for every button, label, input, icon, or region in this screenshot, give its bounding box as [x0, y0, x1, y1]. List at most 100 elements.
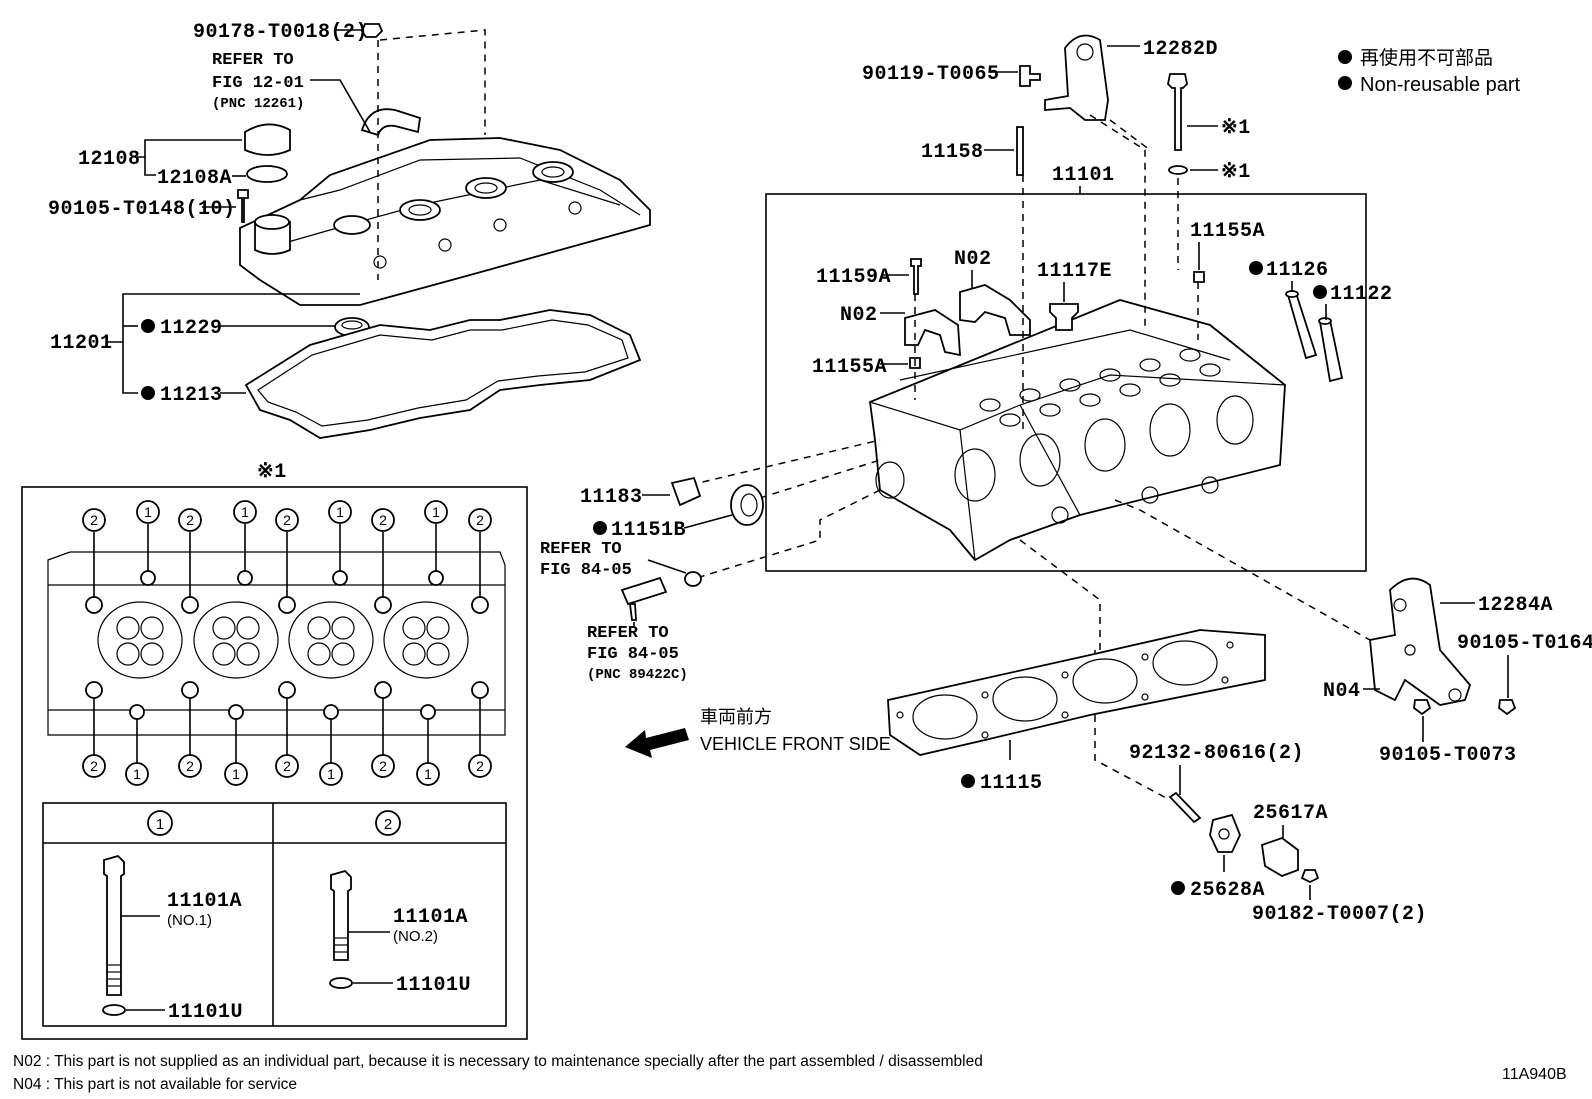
part-label: 90105-T0073: [1379, 744, 1517, 767]
vehicle-front-indicator: 車両前方 VEHICLE FRONT SIDE: [625, 707, 891, 758]
sequence-number: 1: [133, 766, 141, 782]
note-n02: N02 : This part is not supplied as an in…: [13, 1053, 983, 1070]
stud-and-cover-group: 92132-80616(2) 25617A 25628A 90182-T0007…: [1129, 742, 1427, 926]
note-n04: N04 : This part is not available for ser…: [13, 1076, 297, 1093]
part-sublabel: (NO.1): [167, 912, 212, 929]
sequence-number: 2: [283, 758, 291, 774]
engine-hanger-shape: [1044, 34, 1109, 121]
part-label: 12108A: [157, 167, 232, 190]
part-label: 11117E: [1037, 260, 1112, 283]
legend-jp: 再使用不可部品: [1360, 47, 1493, 69]
part-label: 11201: [50, 332, 113, 355]
part-label: 90105-T0164: [1457, 632, 1592, 655]
part-label: 11155A: [812, 356, 887, 379]
cylinder-head-sub-assy-box: [765, 193, 1367, 572]
sequence-number: 2: [476, 758, 484, 774]
rear-hanger-group: 12284A 90105-T0164 N04 90105-T0073: [1323, 577, 1592, 767]
direction-en: VEHICLE FRONT SIDE: [700, 734, 891, 754]
valve-cover-group: [237, 23, 651, 439]
part-label: 90119-T0065: [862, 63, 1000, 86]
sequence-number: 2: [379, 758, 387, 774]
direction-jp: 車両前方: [700, 707, 772, 727]
top-sequence-markers: 2 1 2 1 2 1 2 1 2: [82, 500, 492, 597]
non-reusable-bullet-icon: [1313, 285, 1327, 299]
cylinder-head-cover-gasket-shape: [244, 309, 642, 439]
sequence-number: 2: [283, 512, 291, 528]
short-head-bolt-icon: [330, 869, 352, 961]
part-label: 12282D: [1143, 38, 1218, 61]
bolt-tightening-inset: ※1: [21, 461, 528, 1040]
refer-text: FIG 84-05: [540, 561, 632, 580]
sequence-number: 1: [232, 766, 240, 782]
part-label: 11213: [160, 384, 223, 407]
table-header: 1: [156, 816, 164, 833]
sequence-number: 2: [379, 512, 387, 528]
legend: 再使用不可部品 Non-reusable part: [1338, 47, 1521, 96]
camshaft-oil-seal-shape: [730, 484, 764, 526]
part-label: 12108: [78, 148, 141, 171]
sequence-number: 1: [336, 504, 344, 520]
legend-en: Non-reusable part: [1360, 74, 1521, 96]
part-label: 11155A: [1190, 220, 1265, 243]
cylinder-head-labels: 90119-T0065 12282D ※1 ※1 11158 11101 111…: [812, 38, 1393, 379]
non-reusable-bullet-icon: [1338, 76, 1352, 90]
seal-and-sensor-group: 11183 11151B REFER TO FIG 84-05 REFER TO…: [540, 476, 764, 683]
sequence-number: 2: [186, 758, 194, 774]
refer-text: REFER TO: [587, 624, 669, 643]
part-label: 11183: [580, 486, 643, 509]
sequence-number: 1: [144, 504, 152, 520]
refer-text: (PNC 12261): [212, 96, 304, 112]
part-label: 25617A: [1253, 802, 1328, 825]
inset-title: ※1: [257, 461, 287, 484]
non-reusable-bullet-icon: [141, 319, 155, 333]
part-label: 11101U: [396, 974, 471, 997]
sequence-number: 1: [241, 504, 249, 520]
part-label: 11101U: [168, 1001, 243, 1024]
non-reusable-bullet-icon: [141, 386, 155, 400]
part-label: ※1: [1221, 161, 1251, 184]
refer-text: REFER TO: [212, 51, 294, 70]
refer-text: REFER TO: [540, 540, 622, 559]
sequence-number: 1: [424, 766, 432, 782]
diagram-id: 11A940B: [1502, 1066, 1567, 1083]
cylinder-head-shape: [869, 299, 1286, 562]
non-reusable-bullet-icon: [961, 774, 975, 788]
part-label: 92132-80616(2): [1129, 742, 1304, 765]
part-label: 11151B: [611, 519, 686, 542]
part-label: N02: [954, 248, 992, 271]
sequence-number: 2: [186, 512, 194, 528]
front-arrow-icon: [625, 728, 689, 758]
part-label: 11122: [1330, 283, 1393, 306]
cylinder-head-group: [689, 34, 1371, 801]
part-label: N02: [840, 304, 878, 327]
non-reusable-bullet-icon: [593, 521, 607, 535]
refer-text: (PNC 89422C): [587, 667, 688, 683]
part-label: 11101A: [167, 890, 242, 913]
sequence-number: 2: [476, 512, 484, 528]
part-label: 11159A: [816, 266, 891, 289]
cylinder-head-cover-shape: [239, 137, 651, 306]
part-label: 12284A: [1478, 594, 1553, 617]
non-reusable-bullet-icon: [1171, 881, 1185, 895]
footer-notes: N02 : This part is not supplied as an in…: [13, 1053, 1567, 1093]
bottom-sequence-markers: 2 1 2 1 2 1 2 1 2: [82, 698, 492, 786]
oil-filler-cap-shape: [244, 123, 291, 156]
part-label: 11101A: [393, 906, 468, 929]
non-reusable-bullet-icon: [1249, 261, 1263, 275]
water-outlet-gasket-shape: [1209, 813, 1241, 853]
part-label: 11126: [1266, 259, 1329, 282]
combustion-ports: [97, 601, 469, 679]
long-head-bolt-icon: [103, 854, 125, 996]
part-label: 25628A: [1190, 879, 1265, 902]
refer-text: FIG 84-05: [587, 645, 679, 664]
part-label: N04: [1323, 680, 1361, 703]
part-label: 90105-T0148(10): [48, 198, 236, 221]
bolt-table: 1 2 11101A (NO.1) 11101U 11101A (NO.2): [42, 802, 507, 1027]
sequence-number: 1: [327, 766, 335, 782]
head-gasket-group: 11115: [887, 629, 1266, 795]
part-sublabel: (NO.2): [393, 928, 438, 945]
sequence-number: 2: [90, 512, 98, 528]
valve-cover-labels: 90178-T0018(2) REFER TO FIG 12-01 (PNC 1…: [48, 21, 371, 407]
part-label: ※1: [1221, 117, 1251, 140]
